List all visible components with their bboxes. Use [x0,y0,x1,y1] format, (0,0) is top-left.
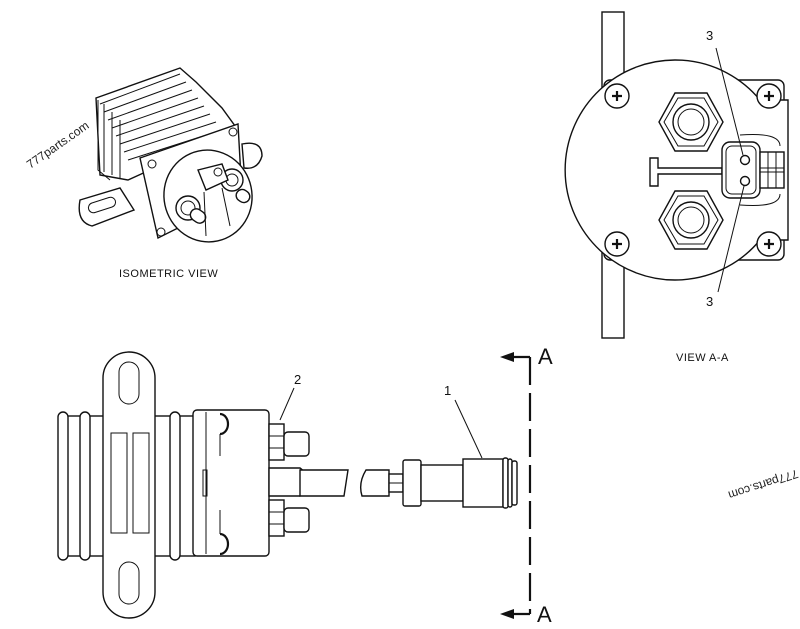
callout-item-2[interactable]: 2 [294,372,302,387]
screw-icon [756,83,782,109]
view-aa-drawing [564,11,789,339]
screw-icon [604,83,630,109]
arrow-left-icon [500,352,514,362]
screw-icon [604,231,630,257]
side-view-drawing [57,351,518,619]
section-marker-bottom: A [537,602,552,627]
arrow-left-icon [500,609,514,619]
callout-item-3-bottom[interactable]: 3 [706,294,714,309]
section-line-aa [500,352,532,619]
view-aa-caption: VIEW A-A [676,352,729,364]
hex-terminal-upper [658,92,724,152]
screw-icon [756,231,782,257]
hex-terminal-lower [658,190,724,250]
isometric-view-drawing [78,67,263,243]
section-marker-top: A [538,344,553,369]
isometric-view-caption: ISOMETRIC VIEW [119,268,219,280]
callout-item-3-top[interactable]: 3 [706,28,714,43]
callout-item-1[interactable]: 1 [444,383,452,398]
